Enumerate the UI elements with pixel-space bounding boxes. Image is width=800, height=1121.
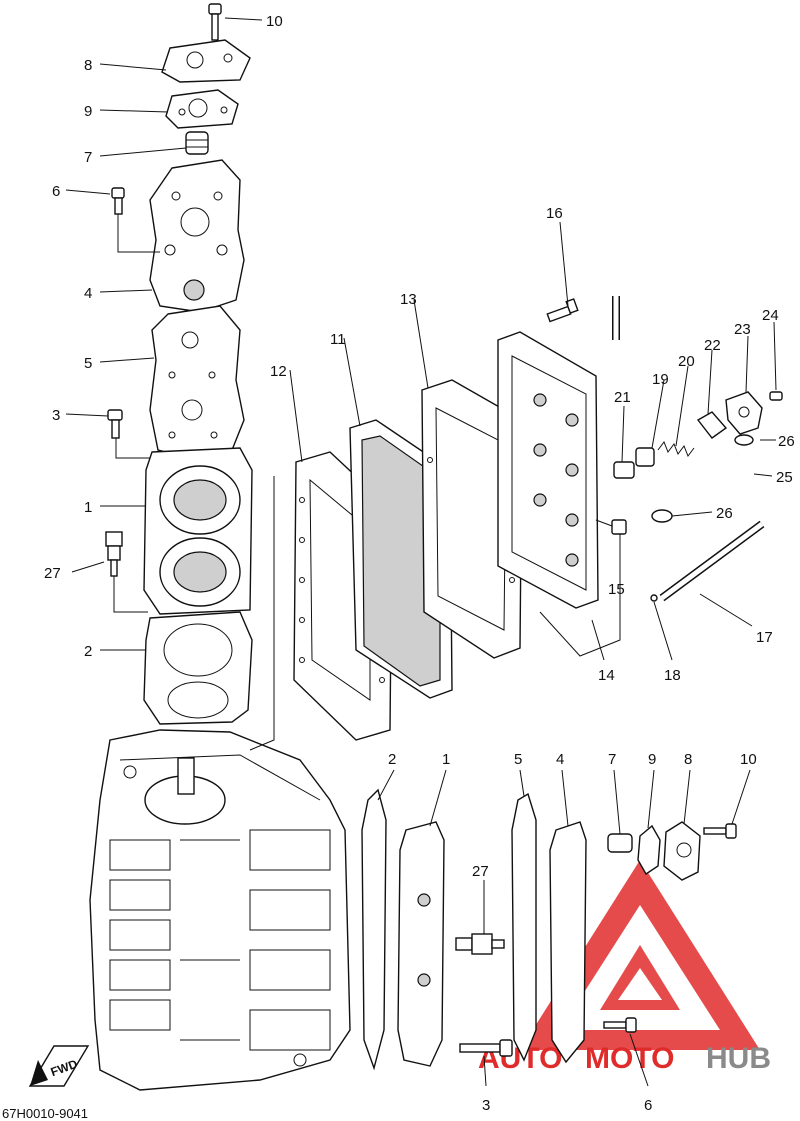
callout-1-top: 1 [84,499,92,516]
gasket-9 [165,89,239,129]
callout-11: 11 [330,331,346,348]
cylinder-head-1 [143,447,253,615]
callout-27-top: 27 [44,565,61,582]
callout-20: 20 [678,353,695,370]
callout-3-bottom: 3 [482,1097,490,1114]
gasket-5-side [511,792,537,1062]
leader-lines [65,17,777,1087]
callout-3-top: 3 [52,407,60,424]
cylinder-block [89,729,351,1091]
clip-26-lower [651,509,673,523]
gasket-5 [149,305,245,459]
fwd-arrow [28,1045,90,1087]
bolt-10-top [208,3,222,41]
callout-27-bottom: 27 [472,863,489,880]
callout-26-lower: 26 [716,505,733,522]
callout-1-bottom: 1 [442,751,450,768]
thermostat-7 [185,131,209,155]
callout-21: 21 [614,389,631,406]
bolt-3 [107,409,123,439]
callout-23: 23 [734,321,751,338]
callout-8-top: 8 [84,57,92,74]
callout-16: 16 [546,205,563,222]
callout-6-bottom: 6 [644,1097,652,1114]
cover-plate-8-side [663,821,701,881]
callout-18: 18 [664,667,681,684]
callout-25: 25 [776,469,793,486]
clip-26-upper [734,434,754,446]
bolt-6-side [603,1017,637,1033]
callout-9-bottom: 9 [648,751,656,768]
spark-plug-27 [105,531,123,577]
bolt-16 [546,298,579,323]
valve-19 [635,447,655,467]
callout-17: 17 [756,629,773,646]
callout-4-top: 4 [84,285,92,302]
callout-10-bottom: 10 [740,751,757,768]
callout-5-top: 5 [84,355,92,372]
callout-15: 15 [608,581,625,598]
callout-14: 14 [598,667,615,684]
callout-2-bottom: 2 [388,751,396,768]
watermark-text-hub: HUB [706,1042,771,1075]
callout-24: 24 [762,307,779,324]
head-gasket-2-side [361,788,387,1071]
hose-25 [646,453,742,511]
bolt-10-side [703,823,737,839]
head-cover-4-side [549,821,587,1064]
gasket-9-side [637,824,661,875]
callout-10-top: 10 [266,13,283,30]
callout-13: 13 [400,291,417,308]
hose-17 [612,296,765,602]
watermark-text-moto: MOTO [585,1042,674,1075]
spring-20 [657,440,695,458]
elbow-23 [725,391,763,435]
cover-plate-8 [161,39,251,83]
callout-6-top: 6 [52,183,60,200]
callout-26-upper: 26 [778,433,795,450]
callout-19: 19 [652,371,669,388]
callout-22: 22 [704,337,721,354]
gasket-13 [421,379,523,659]
callout-4-bottom: 4 [556,751,564,768]
bolt-24 [769,391,783,401]
exhaust-cover-14 [497,331,599,609]
bolt-3-side [459,1039,513,1057]
callout-9-top: 9 [84,103,92,120]
cylinder-head-1-side [397,821,445,1067]
diagram-code: 67H0010-9041 [2,1106,88,1121]
callout-8-bottom: 8 [684,751,692,768]
callout-5-bottom: 5 [514,751,522,768]
clip-18 [650,594,658,602]
bolt-6 [111,187,125,215]
callout-12: 12 [270,363,287,380]
joint-15 [611,519,627,535]
head-cover-4 [149,159,245,313]
spark-plug-27-side [455,933,505,955]
head-gasket-2 [143,611,253,725]
callout-2-top: 2 [84,643,92,660]
callout-7-bottom: 7 [608,751,616,768]
gasket-22 [696,411,728,439]
thermostat-7-side [607,833,633,853]
fitting-21 [613,461,635,479]
callout-7-top: 7 [84,149,92,166]
